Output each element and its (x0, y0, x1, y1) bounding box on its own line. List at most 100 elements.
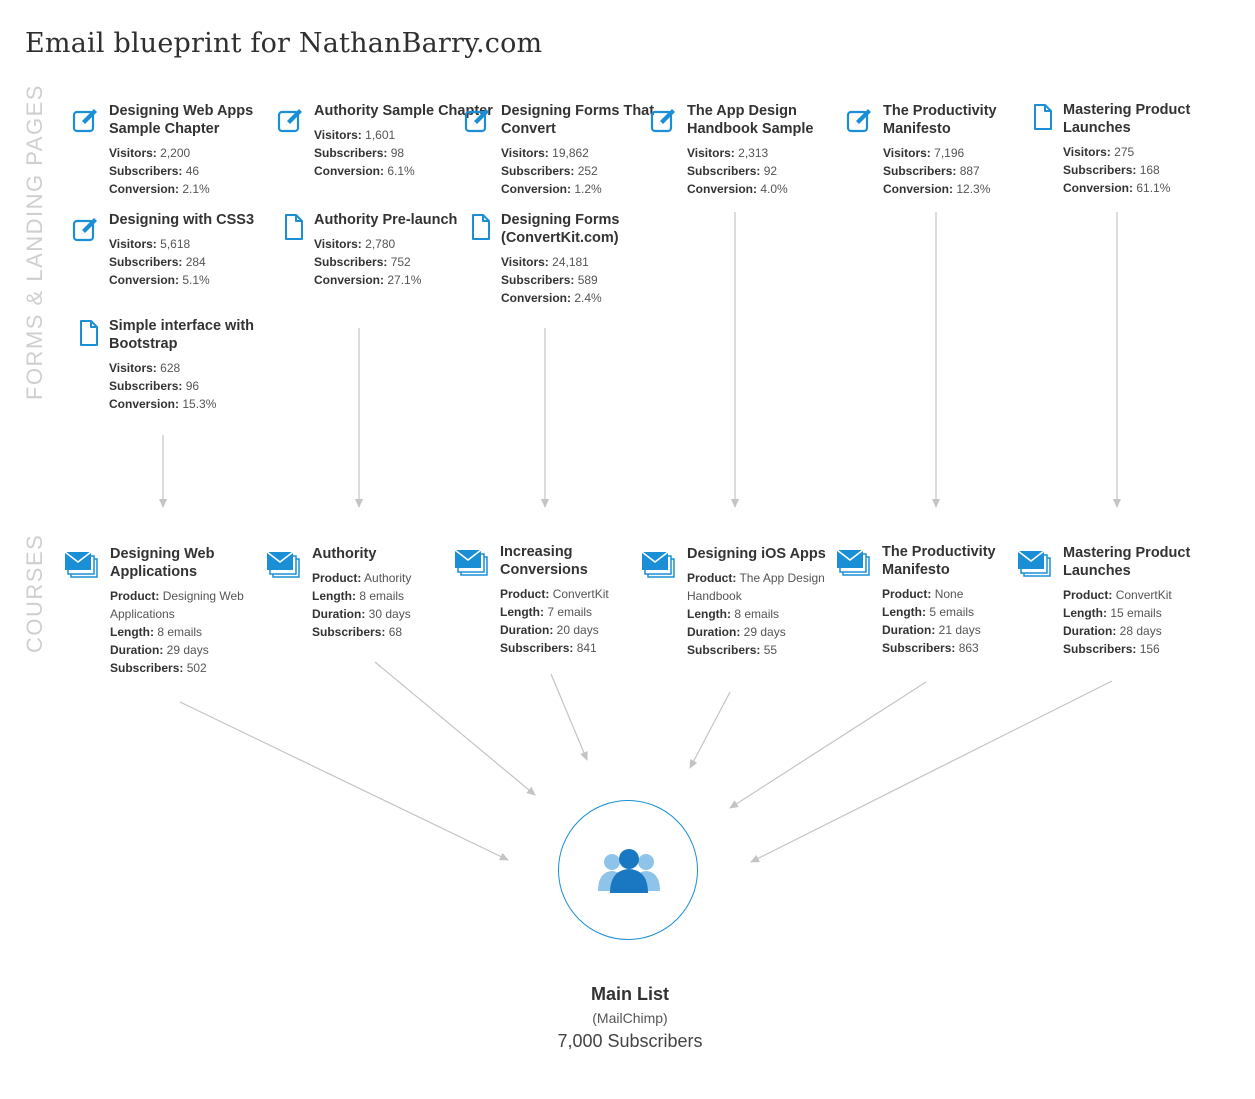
conversion-line: Conversion: 5.1% (109, 271, 289, 289)
edit-form-icon (71, 214, 101, 244)
edit-form-icon (845, 105, 875, 135)
product-line-label: Product: (312, 571, 362, 585)
length-line-label: Length: (687, 607, 731, 621)
conversion-line-label: Conversion: (687, 182, 758, 196)
length-line-label: Length: (1063, 606, 1107, 620)
course-to-list-arrow (179, 701, 509, 861)
conversion-line-label: Conversion: (314, 273, 385, 287)
conversion-line: Conversion: 12.3% (883, 180, 1063, 198)
subscribers-line: Subscribers: 252 (501, 162, 681, 180)
conversion-line-value: 12.3% (956, 182, 991, 196)
visitors-line: Visitors: 24,181 (501, 253, 681, 271)
visitors-line-value: 2,780 (365, 237, 396, 251)
subscribers-line-label: Subscribers: (687, 164, 761, 178)
form-title: Authority Sample Chapter (314, 103, 493, 119)
conversion-line-label: Conversion: (501, 182, 572, 196)
subscribers-line-value: 589 (577, 273, 598, 287)
form-title: The App Design Handbook Sample (687, 103, 814, 137)
duration-line-value: 20 days (556, 623, 599, 637)
subscribers-line-value: 46 (185, 164, 200, 178)
visitors-line-value: 1,601 (365, 128, 396, 142)
conversion-line: Conversion: 15.3% (109, 395, 289, 413)
duration-line-value: 30 days (368, 607, 411, 621)
course-subscribers-line: Subscribers: 863 (882, 639, 1032, 657)
conversion-line-label: Conversion: (883, 182, 954, 196)
visitors-line-label: Visitors: (1063, 145, 1111, 159)
main-list-circle (558, 800, 698, 940)
course-subscribers-line-value: 68 (388, 625, 403, 639)
visitors-line-value: 24,181 (552, 255, 589, 269)
conversion-line-label: Conversion: (109, 273, 180, 287)
edit-form-icon (649, 105, 679, 135)
conversion-line: Conversion: 61.1% (1063, 179, 1243, 197)
duration-line: Duration: 28 days (1063, 622, 1213, 640)
form-node: Designing Forms (ConvertKit.com) Visitors… (472, 211, 681, 307)
form-title: Designing Forms (ConvertKit.com) (501, 212, 620, 246)
duration-line: Duration: 29 days (110, 641, 260, 659)
conversion-line-value: 61.1% (1136, 181, 1171, 195)
form-title: Designing Web Apps Sample Chapter (109, 103, 254, 137)
visitors-line: Visitors: 2,313 (687, 144, 867, 162)
visitors-line-value: 275 (1114, 145, 1135, 159)
visitors-line-label: Visitors: (687, 146, 735, 160)
subscribers-line-value: 96 (185, 379, 200, 393)
visitors-line-label: Visitors: (314, 128, 362, 142)
duration-line-label: Duration: (110, 643, 164, 657)
conversion-line-value: 1.2% (574, 182, 602, 196)
visitors-line: Visitors: 628 (109, 359, 289, 377)
subscribers-line-value: 92 (763, 164, 778, 178)
conversion-line-label: Conversion: (1063, 181, 1134, 195)
length-line: Length: 8 emails (312, 587, 462, 605)
visitors-line-value: 2,200 (160, 146, 191, 160)
conversion-line-label: Conversion: (314, 164, 385, 178)
conversion-line-label: Conversion: (501, 291, 572, 305)
subscribers-line: Subscribers: 589 (501, 271, 681, 289)
course-to-list-arrow (689, 691, 731, 769)
course-subscribers-line-label: Subscribers: (882, 641, 956, 655)
product-line-label: Product: (687, 571, 737, 585)
subscribers-line-label: Subscribers: (501, 164, 575, 178)
subscribers-line: Subscribers: 96 (109, 377, 289, 395)
course-title: The Productivity Manifesto (882, 544, 996, 578)
envelope-stack-icon (64, 550, 100, 580)
product-line-value: ConvertKit (1115, 588, 1172, 602)
conversion-line-value: 5.1% (182, 273, 210, 287)
conversion-line: Conversion: 2.4% (501, 289, 681, 307)
product-line-value: Designing Web Applications (110, 589, 244, 621)
subscribers-line-value: 98 (390, 146, 405, 160)
length-line-value: 5 emails (929, 605, 975, 619)
course-subscribers-line-value: 156 (1139, 642, 1160, 656)
course-to-list-arrow (374, 661, 536, 796)
course-subscribers-line-label: Subscribers: (1063, 642, 1137, 656)
subscribers-line: Subscribers: 92 (687, 162, 867, 180)
duration-line: Duration: 20 days (500, 621, 650, 639)
form-title: Simple interface with Bootstrap (109, 318, 255, 352)
page-title: Email blueprint for NathanBarry.com (25, 28, 543, 59)
users-group-icon (597, 848, 660, 893)
visitors-line-label: Visitors: (109, 237, 157, 251)
subscribers-line-label: Subscribers: (883, 164, 957, 178)
subscribers-line-value: 252 (577, 164, 598, 178)
course-subscribers-line: Subscribers: 68 (312, 623, 462, 641)
form-title: Mastering Product Launches (1063, 102, 1191, 136)
form-title: Designing Forms That Convert (501, 103, 655, 137)
product-line-value: ConvertKit (552, 587, 609, 601)
product-line: Product: None (882, 585, 1032, 603)
course-subscribers-line-label: Subscribers: (500, 641, 574, 655)
subscribers-line-label: Subscribers: (501, 273, 575, 287)
course-subscribers-line: Subscribers: 156 (1063, 640, 1213, 658)
course-subscribers-line: Subscribers: 502 (110, 659, 260, 677)
course-subscribers-line-value: 502 (186, 661, 207, 675)
subscribers-line-value: 284 (185, 255, 206, 269)
length-line: Length: 15 emails (1063, 604, 1213, 622)
length-line-label: Length: (882, 605, 926, 619)
conversion-line-value: 6.1% (387, 164, 415, 178)
